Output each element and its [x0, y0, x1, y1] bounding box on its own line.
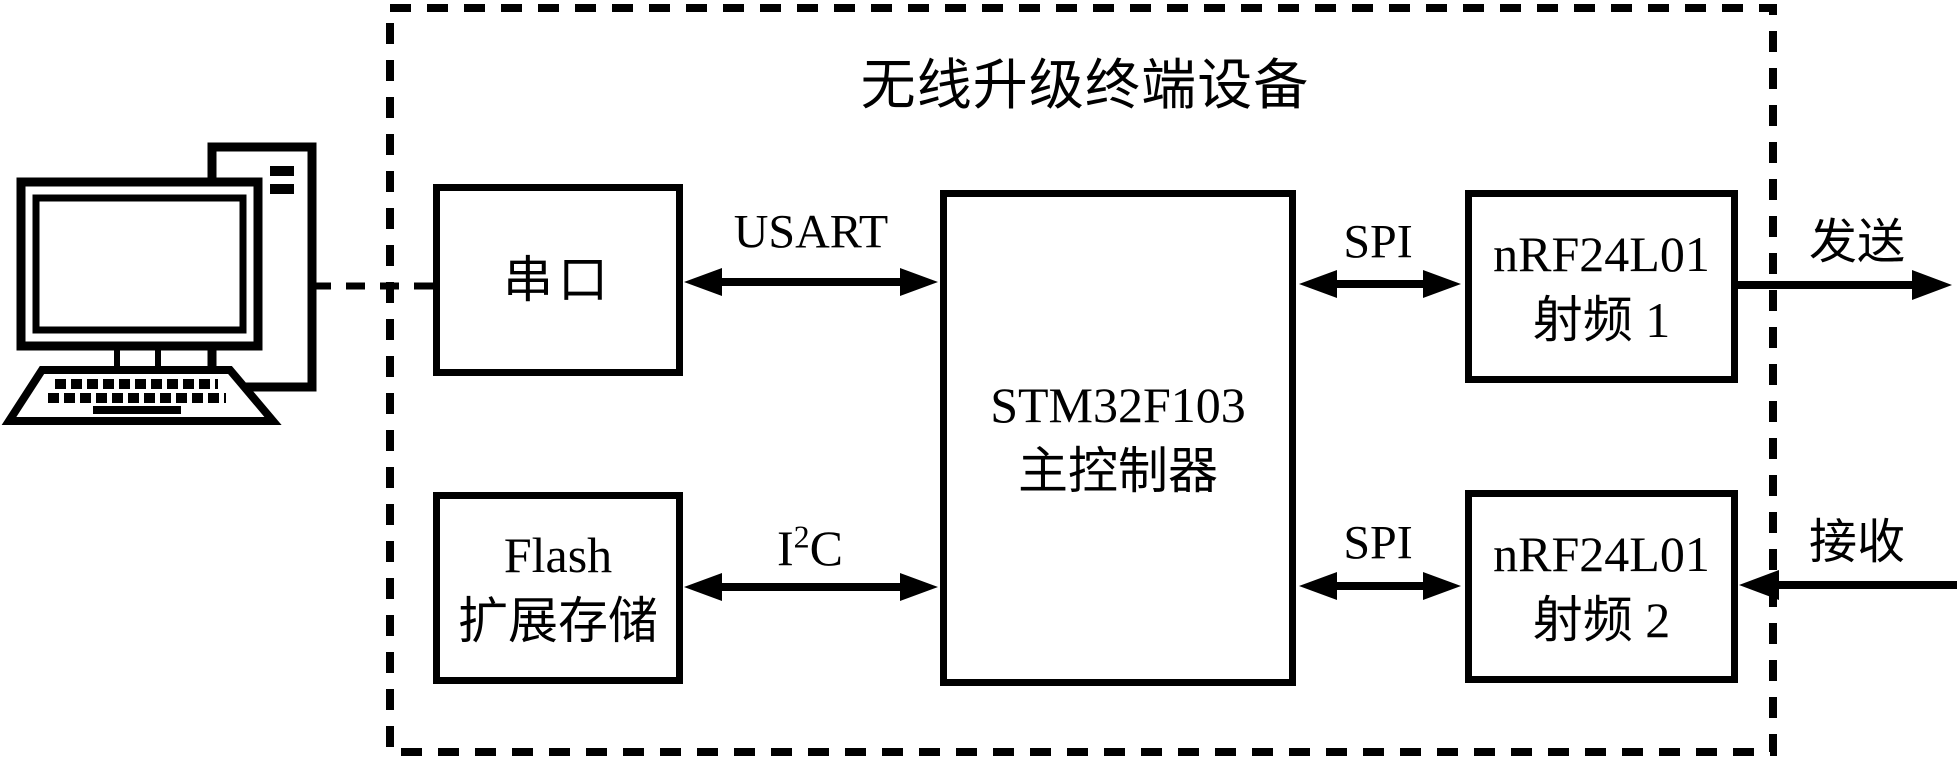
mcu-box: STM32F103 主控制器 [940, 190, 1296, 686]
spi2-arrow [1299, 572, 1461, 600]
flash-storage-box: Flash 扩展存储 [433, 492, 683, 684]
i2c-label-suffix: C [809, 520, 844, 576]
serial-port-label: 串口 [503, 252, 613, 308]
serial-port-box: 串口 [433, 184, 683, 376]
rf2-label-line1: nRF24L01 [1493, 525, 1710, 582]
spi2-label: SPI [1343, 516, 1413, 570]
flash-label-line1: Flash [503, 527, 613, 583]
rf2-label-line2: 射频 2 [1532, 591, 1671, 648]
desktop-computer-icon [1, 142, 317, 425]
i2c-label: I2C [777, 519, 843, 577]
tower-slot-2 [270, 184, 294, 194]
i2c-label-base: I [776, 520, 794, 576]
rf2-box: nRF24L01 射频 2 [1465, 490, 1738, 683]
receive-arrow [1739, 570, 1957, 600]
rf1-label-line1: nRF24L01 [1493, 225, 1710, 282]
monitor-screen [32, 194, 247, 334]
i2c-label-sup: 2 [793, 518, 810, 555]
flash-label-line2: 扩展存储 [458, 593, 658, 649]
send-label: 发送 [1808, 216, 1906, 269]
rf1-box: nRF24L01 射频 1 [1465, 190, 1738, 383]
send-arrow [1737, 270, 1952, 300]
keyboard-spacebar [93, 406, 181, 414]
mcu-label-line2: 主控制器 [1018, 443, 1218, 499]
diagram-title: 无线升级终端设备 [860, 55, 1310, 116]
rf1-label-line2: 射频 1 [1532, 291, 1671, 348]
mcu-label-line1: STM32F103 [990, 377, 1246, 433]
usart-arrow [684, 268, 938, 296]
spi1-arrow [1299, 270, 1461, 298]
i2c-arrow [684, 573, 938, 601]
receive-label: 接收 [1808, 516, 1906, 569]
spi1-label: SPI [1343, 215, 1413, 269]
device-boundary-dashed-box [386, 4, 1777, 756]
usart-label: USART [733, 205, 889, 259]
tower-slot-1 [270, 166, 294, 176]
